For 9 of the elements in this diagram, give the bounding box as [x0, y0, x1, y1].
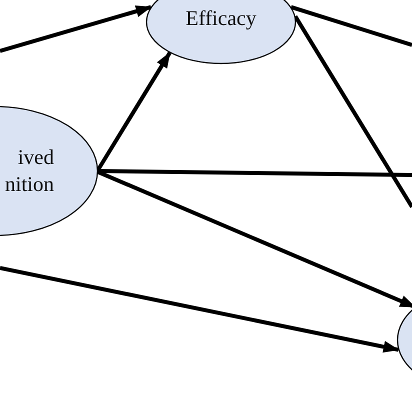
connector-line: [290, 5, 412, 47]
arrow: [0, 266, 400, 353]
arrow: [0, 5, 152, 53]
connector-line: [294, 15, 412, 208]
arrow: [96, 52, 172, 172]
node-label: Efficacy: [184, 5, 258, 32]
arrow: [97, 170, 412, 309]
connector-line: [98, 169, 412, 177]
node-label: ived nition: [4, 144, 54, 198]
